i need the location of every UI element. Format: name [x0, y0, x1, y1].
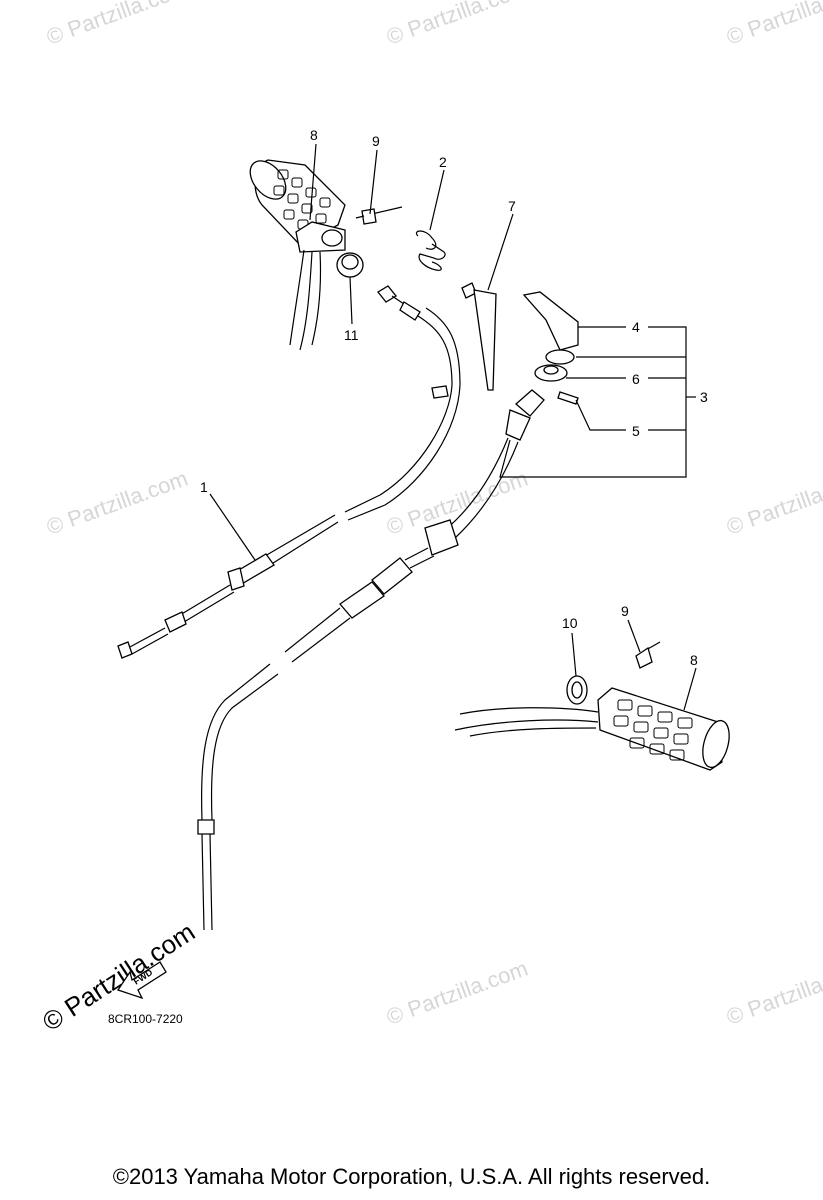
- callout-4: 4: [632, 319, 640, 335]
- callout-8-top: 8: [310, 127, 318, 143]
- callout-10: 10: [562, 615, 578, 631]
- watermark: © Partzilla.com: [383, 0, 531, 50]
- callout-5: 5: [632, 423, 640, 439]
- screw-bottom: [635, 641, 661, 669]
- throttle-parts: [522, 291, 579, 405]
- callout-9-top: 9: [372, 133, 380, 149]
- callout-2: 2: [439, 154, 447, 170]
- fwd-arrow: FWD: [116, 961, 167, 1000]
- callout-8-bottom: 8: [690, 652, 698, 668]
- copyright-footer: ©2013 Yamaha Motor Corporation, U.S.A. A…: [112, 1164, 711, 1189]
- callout-11: 11: [344, 327, 359, 343]
- callouts: 8 9 2 7 11 4 6 3 5 1 10 9 8: [200, 127, 708, 668]
- collar-11: [336, 252, 364, 278]
- screw-top: [355, 206, 403, 225]
- callout-1: 1: [200, 479, 208, 495]
- cable-1: [117, 285, 461, 659]
- band-7: [461, 282, 497, 391]
- diagram-code: 8CR100-7220: [108, 1012, 183, 1026]
- watermark: © Partzilla.com: [723, 0, 823, 50]
- clip-2: [415, 230, 446, 271]
- watermark: © Partzilla.com: [383, 956, 531, 1030]
- right-grip: [454, 675, 730, 771]
- watermarks: © Partzilla.com © Partzilla.com © Partzi…: [37, 0, 823, 1037]
- callout-7: 7: [508, 198, 516, 214]
- left-grip: [249, 159, 346, 351]
- callout-3: 3: [700, 389, 708, 405]
- leader-lines: [209, 143, 697, 711]
- callout-6: 6: [632, 371, 640, 387]
- watermark: © Partzilla.com: [723, 956, 823, 1030]
- cable-3: [197, 389, 545, 931]
- watermark: © Partzilla.com: [723, 466, 823, 540]
- watermark: © Partzilla.com: [43, 0, 191, 50]
- watermark: © Partzilla.com: [43, 466, 191, 540]
- callout-9-bottom: 9: [621, 603, 629, 619]
